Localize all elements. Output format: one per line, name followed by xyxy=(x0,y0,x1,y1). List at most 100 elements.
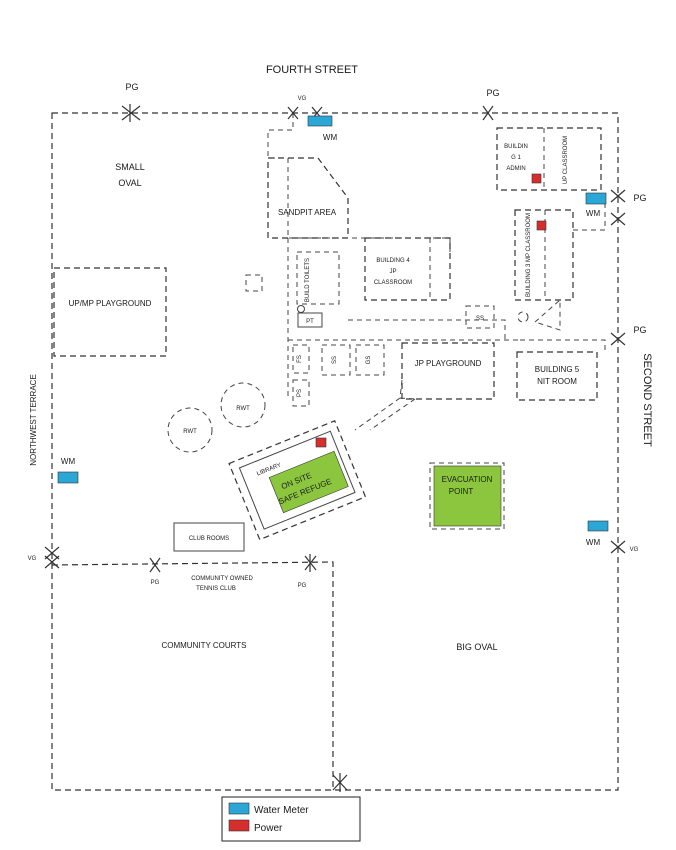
sandpit-area xyxy=(267,157,349,239)
evacuation-label-1: EVACUATION xyxy=(442,475,493,484)
ss-label-2: SS xyxy=(332,356,338,364)
central-walkway xyxy=(287,238,520,400)
street-second: SECOND STREET xyxy=(641,353,653,447)
pg-label-right-mid: PG xyxy=(633,325,646,335)
building-5-label-2: NIT ROOM xyxy=(537,377,577,386)
pg-label-right-upper: PG xyxy=(633,193,646,203)
library-inner xyxy=(238,430,356,530)
legend-water-meter: Water Meter xyxy=(254,805,309,816)
community-courts-boundary xyxy=(51,561,334,790)
building-3 xyxy=(514,209,574,301)
jp-playground xyxy=(401,342,495,400)
toilets-label: BUILD TOILETS xyxy=(305,258,311,302)
small-oval-label-2: OVAL xyxy=(118,178,141,188)
top-path xyxy=(267,113,451,252)
up-mp-playground-label: UP/MP PLAYGROUND xyxy=(69,299,152,308)
water-meter-icon xyxy=(57,471,79,484)
small-structure xyxy=(245,274,263,292)
club-rooms xyxy=(173,522,245,552)
cross-gate-icon xyxy=(304,554,317,572)
fs-label: FS xyxy=(297,355,303,363)
legend-power: Power xyxy=(254,823,283,834)
pg-label-top-right: PG xyxy=(486,88,499,98)
power-icon xyxy=(315,437,327,448)
cross-gate-icon xyxy=(482,105,494,121)
up-mp-playground xyxy=(53,267,167,357)
ps-label: PS xyxy=(297,389,303,397)
water-meter-icon xyxy=(587,520,609,532)
evacuation-label-2: POINT xyxy=(449,487,474,496)
building-1-label-2: G 1 xyxy=(511,155,521,161)
power-icon xyxy=(531,173,542,184)
building-5-label-1: BUILDING 5 xyxy=(535,365,580,374)
big-oval-label: BIG OVAL xyxy=(456,642,497,652)
pg-label-top-left: PG xyxy=(125,82,138,92)
small-oval-label-1: SMALL xyxy=(115,162,145,172)
diagonal-walkway xyxy=(354,379,416,431)
pt-label: PT xyxy=(306,319,314,325)
rwt-label-2: RWT xyxy=(236,406,250,412)
ss-shelter-1 xyxy=(465,305,495,329)
cross-gate-icon xyxy=(149,557,161,573)
gs-label: GS xyxy=(366,356,372,365)
pg-label-tennis-left: PG xyxy=(151,580,160,586)
wm-label-right: WM xyxy=(586,209,601,218)
cross-gate-icon xyxy=(287,106,299,120)
pt-room xyxy=(297,312,323,328)
club-rooms-label: CLUB ROOMS xyxy=(189,536,229,542)
jp-playground-label: JP PLAYGROUND xyxy=(415,359,482,368)
site-boundary xyxy=(51,112,619,791)
water-meter-icon xyxy=(585,192,607,205)
up-classroom-label: UP CLASSROOM xyxy=(563,136,569,184)
cross-gate-icon xyxy=(610,189,626,203)
building-5 xyxy=(516,351,598,401)
vg-label-right: VG xyxy=(630,547,639,553)
community-courts-label: COMMUNITY COURTS xyxy=(161,641,246,650)
library-outer xyxy=(228,420,367,541)
vg-label-left: VG xyxy=(28,556,37,562)
cross-gate-icon xyxy=(44,546,60,569)
cross-gate-icon xyxy=(332,773,348,792)
building-1-label-1: BUILDIN xyxy=(504,144,528,150)
rainwater-tank-2 xyxy=(220,382,266,428)
toilet-marker xyxy=(297,305,305,313)
cross-gate-icon xyxy=(121,104,141,122)
building-1-label-3: ADMIN xyxy=(506,166,525,172)
water-meter-icon xyxy=(307,115,333,127)
wm-label-right-lower: WM xyxy=(586,538,601,547)
building-4-label-1: BUILDING 4 xyxy=(376,258,410,264)
gs-shelter xyxy=(355,344,385,376)
right-feature xyxy=(517,311,529,323)
evacuation-point xyxy=(433,465,502,527)
library-group: LIBRARY ON SITE SAFE REFUGE xyxy=(228,420,367,541)
building-1-admin xyxy=(496,127,602,191)
sandpit-label: SANDPIT AREA xyxy=(278,208,337,217)
building-4-label-2: JP xyxy=(389,269,396,275)
ss-shelter-2 xyxy=(321,344,351,376)
toilets-block xyxy=(296,251,340,305)
building-4 xyxy=(364,237,451,301)
street-northwest-terrace: NORTHWEST TERRACE xyxy=(29,374,38,466)
power-icon xyxy=(228,819,250,832)
tennis-club-label-1: COMMUNITY OWNED xyxy=(191,576,253,582)
rainwater-tank-1 xyxy=(167,407,213,453)
cross-gate-icon xyxy=(610,540,626,554)
power-icon xyxy=(536,220,547,231)
street-fourth: FOURTH STREET xyxy=(266,64,358,76)
ss-label-1: SS xyxy=(476,316,484,322)
fs-shelter xyxy=(292,344,310,374)
cross-gate-icon xyxy=(610,332,626,346)
vg-label-top: VG xyxy=(298,96,307,102)
legend: Water Meter Power xyxy=(221,796,361,842)
wm-label-top: WM xyxy=(323,133,338,142)
building-3-label: BUILDING 3 MP CLASSROOM xyxy=(526,213,532,297)
safe-refuge xyxy=(268,450,349,514)
wm-label-left: WM xyxy=(61,457,76,466)
building-4-label-3: CLASSROOM xyxy=(374,280,412,286)
ps-shelter xyxy=(292,379,310,407)
pg-label-tennis-right: PG xyxy=(298,583,307,589)
evacuation-point-outline xyxy=(429,462,505,530)
rwt-label-1: RWT xyxy=(183,429,197,435)
cross-gate-icon xyxy=(610,212,626,226)
